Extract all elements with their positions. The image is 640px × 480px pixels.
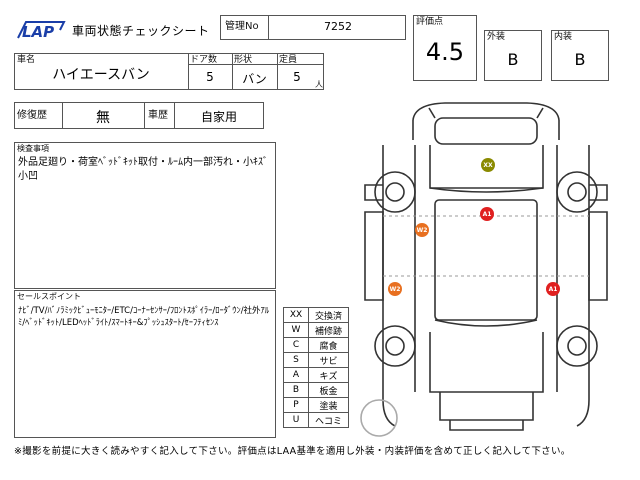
damage-marker: A1 [480, 207, 494, 221]
logo-text: LAP [22, 23, 54, 40]
legend-meaning: サビ [309, 353, 349, 368]
legend-meaning: 腐食 [309, 338, 349, 353]
legend-meaning: ヘコミ [309, 413, 349, 428]
legend-code: W [283, 323, 309, 338]
interior-box [551, 30, 609, 81]
usage-label: 車歴 [148, 110, 168, 121]
legend-code: B [283, 383, 309, 398]
mgmt-value: 7252 [324, 20, 352, 33]
legend-meaning: 交換済 [309, 308, 349, 323]
doors-value: 5 [206, 70, 214, 84]
repair-label: 修復歴 [17, 110, 47, 121]
sales-label: セールスポイント [17, 292, 81, 301]
interior-value: B [574, 50, 586, 69]
doors-label: ドア数 [190, 55, 218, 65]
name-value: ハイエースバン [52, 67, 150, 83]
legend-meaning: 板金 [309, 383, 349, 398]
inspection-box [14, 142, 276, 289]
footer-note: ※撮影を前提に大きく読みやすく記入して下さい。評価点はLAA基準を適用し外装・内… [14, 446, 571, 457]
shape-label: 形状 [234, 55, 253, 65]
divider [144, 102, 145, 129]
grade-label: 評価点 [416, 17, 444, 27]
capacity-label: 定員 [279, 55, 298, 65]
mgmt-label: 管理No [225, 21, 259, 32]
legend-code: A [283, 368, 309, 383]
legend-code: P [283, 398, 309, 413]
history-box [14, 102, 264, 129]
exterior-value: B [507, 50, 519, 69]
grade-box [413, 15, 477, 81]
legend-meaning: 補修跡 [309, 323, 349, 338]
legend-meaning: キズ [309, 368, 349, 383]
exterior-label: 外装 [487, 32, 506, 42]
car-diagram [360, 102, 608, 437]
divider [174, 102, 175, 129]
grade-value: 4.5 [425, 38, 465, 66]
legend-code: U [283, 413, 309, 428]
legend-code: S [283, 353, 309, 368]
capacity-unit: 人 [315, 80, 323, 89]
exterior-box [484, 30, 542, 81]
usage-value: 自家用 [200, 110, 237, 124]
lap-logo: LAP [16, 18, 68, 41]
sheet-title: 車両状態チェックシート [72, 24, 210, 38]
divider [268, 15, 269, 40]
legend-code: XX [283, 308, 309, 323]
inspection-text: 外品足廻り・荷室ﾍﾞｯﾄﾞｷｯﾄ取付・ﾙｰﾑ内一部汚れ・小ｷｽﾞ小凹 [18, 157, 268, 182]
damage-marker: W2 [388, 282, 402, 296]
vehicle-box [14, 53, 324, 90]
damage-marker: A1 [546, 282, 560, 296]
repair-value: 無 [96, 110, 110, 126]
inspection-label: 検査事項 [17, 144, 49, 153]
damage-marker: W2 [415, 223, 429, 237]
legend-meaning: 塗装 [309, 398, 349, 413]
divider [277, 53, 278, 90]
capacity-value: 5 [293, 70, 301, 84]
shape-value: バン [242, 72, 267, 86]
damage-marker: XX [481, 158, 495, 172]
divider [62, 102, 63, 129]
interior-label: 内装 [554, 32, 573, 42]
divider [188, 64, 324, 65]
sales-box [14, 290, 276, 438]
legend-top-border [283, 307, 349, 308]
sales-text: ﾅﾋﾞ/TV/ﾊﾞﾉﾗﾐｯｸﾋﾞｭｰﾓﾆﾀｰ/ETC/ｺｰﾅｰｾﾝｻｰ/ﾌﾛﾝﾄ… [18, 306, 270, 328]
name-label: 車名 [17, 55, 36, 65]
divider [188, 53, 189, 90]
divider [232, 53, 233, 90]
mgmt-box [220, 15, 406, 40]
legend-code: C [283, 338, 309, 353]
